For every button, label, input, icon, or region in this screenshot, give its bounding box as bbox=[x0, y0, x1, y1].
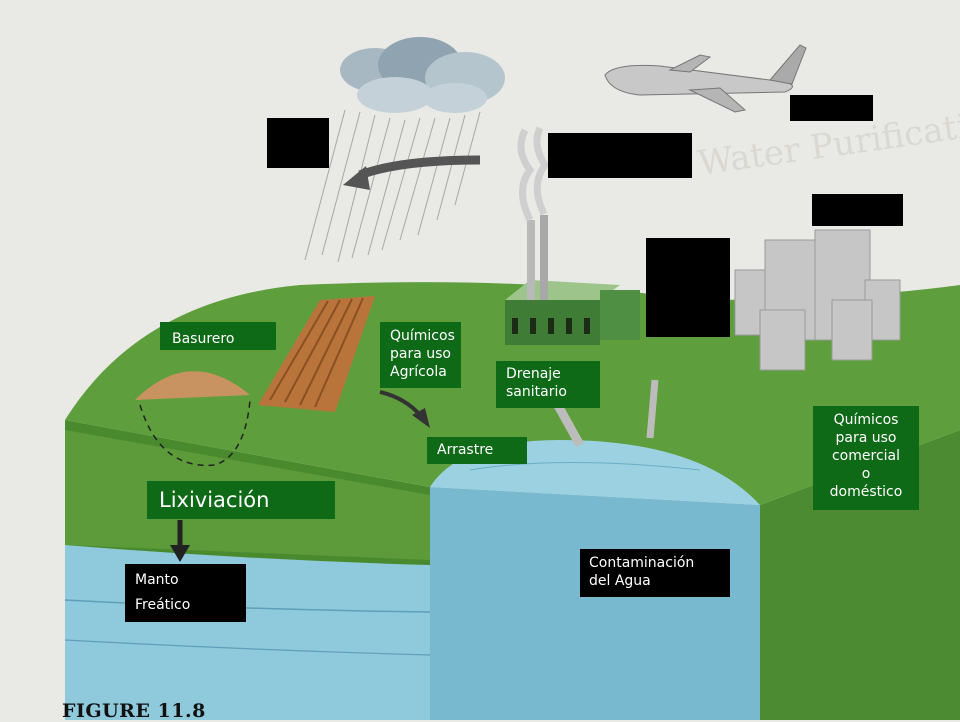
label-agri-line-1: Químicos bbox=[390, 328, 455, 344]
redaction-rain bbox=[267, 118, 329, 168]
label-sewage-line-2: sanitario bbox=[506, 384, 567, 400]
label-landfill: Basurero bbox=[160, 322, 276, 350]
label-runoff-text: Arrastre bbox=[437, 442, 494, 458]
rain-arrow bbox=[358, 155, 481, 180]
redaction-smoke bbox=[548, 133, 692, 178]
landfill-mound bbox=[135, 371, 250, 400]
smoke-plume bbox=[517, 126, 550, 222]
label-agricultural-chemicals: Químicos para uso Agrícola bbox=[380, 322, 461, 388]
factory bbox=[505, 215, 640, 345]
label-agri-line-2: para uso bbox=[390, 346, 451, 362]
block-front-water bbox=[430, 487, 760, 720]
farm-field bbox=[258, 296, 375, 412]
rain-cloud bbox=[340, 37, 505, 113]
label-agri-line-3: Agrícola bbox=[390, 364, 447, 380]
figure-caption: FIGURE 11.8 bbox=[62, 700, 206, 722]
label-commercial-line-4: o bbox=[861, 466, 871, 482]
city-buildings bbox=[734, 229, 901, 371]
label-commercial-line-5: doméstico bbox=[829, 484, 903, 500]
label-leaching-text: Lixiviación bbox=[159, 488, 270, 512]
label-runoff: Arrastre bbox=[427, 437, 527, 464]
label-water-table-line-2: Freático bbox=[135, 597, 191, 613]
label-commercial-line-3: comercial bbox=[831, 448, 901, 464]
label-commercial-line-1: Químicos bbox=[833, 412, 899, 428]
groundwater-layer bbox=[65, 545, 430, 720]
redaction-city-2 bbox=[646, 238, 730, 337]
label-sewage: Drenaje sanitario bbox=[496, 361, 600, 408]
label-water-table-line-1: Manto bbox=[135, 572, 179, 588]
label-water-pollution-line-1: Contaminación bbox=[589, 555, 695, 571]
label-commercial-chemicals: Químicos para uso comercial o doméstico bbox=[813, 406, 919, 510]
city-pipe bbox=[646, 379, 659, 439]
redaction-airplane bbox=[790, 95, 873, 121]
label-sewage-line-1: Drenaje bbox=[506, 366, 561, 382]
label-water-pollution-line-2: del Agua bbox=[589, 573, 651, 589]
label-water-table: Manto Freático bbox=[125, 564, 246, 622]
label-commercial-line-2: para uso bbox=[835, 430, 897, 446]
rain-streaks bbox=[304, 109, 481, 263]
label-water-pollution: Contaminación del Agua bbox=[580, 549, 730, 597]
label-landfill-text: Basurero bbox=[172, 331, 235, 347]
airplane bbox=[604, 44, 807, 113]
label-leaching: Lixiviación bbox=[147, 481, 335, 519]
redaction-city bbox=[812, 194, 903, 226]
